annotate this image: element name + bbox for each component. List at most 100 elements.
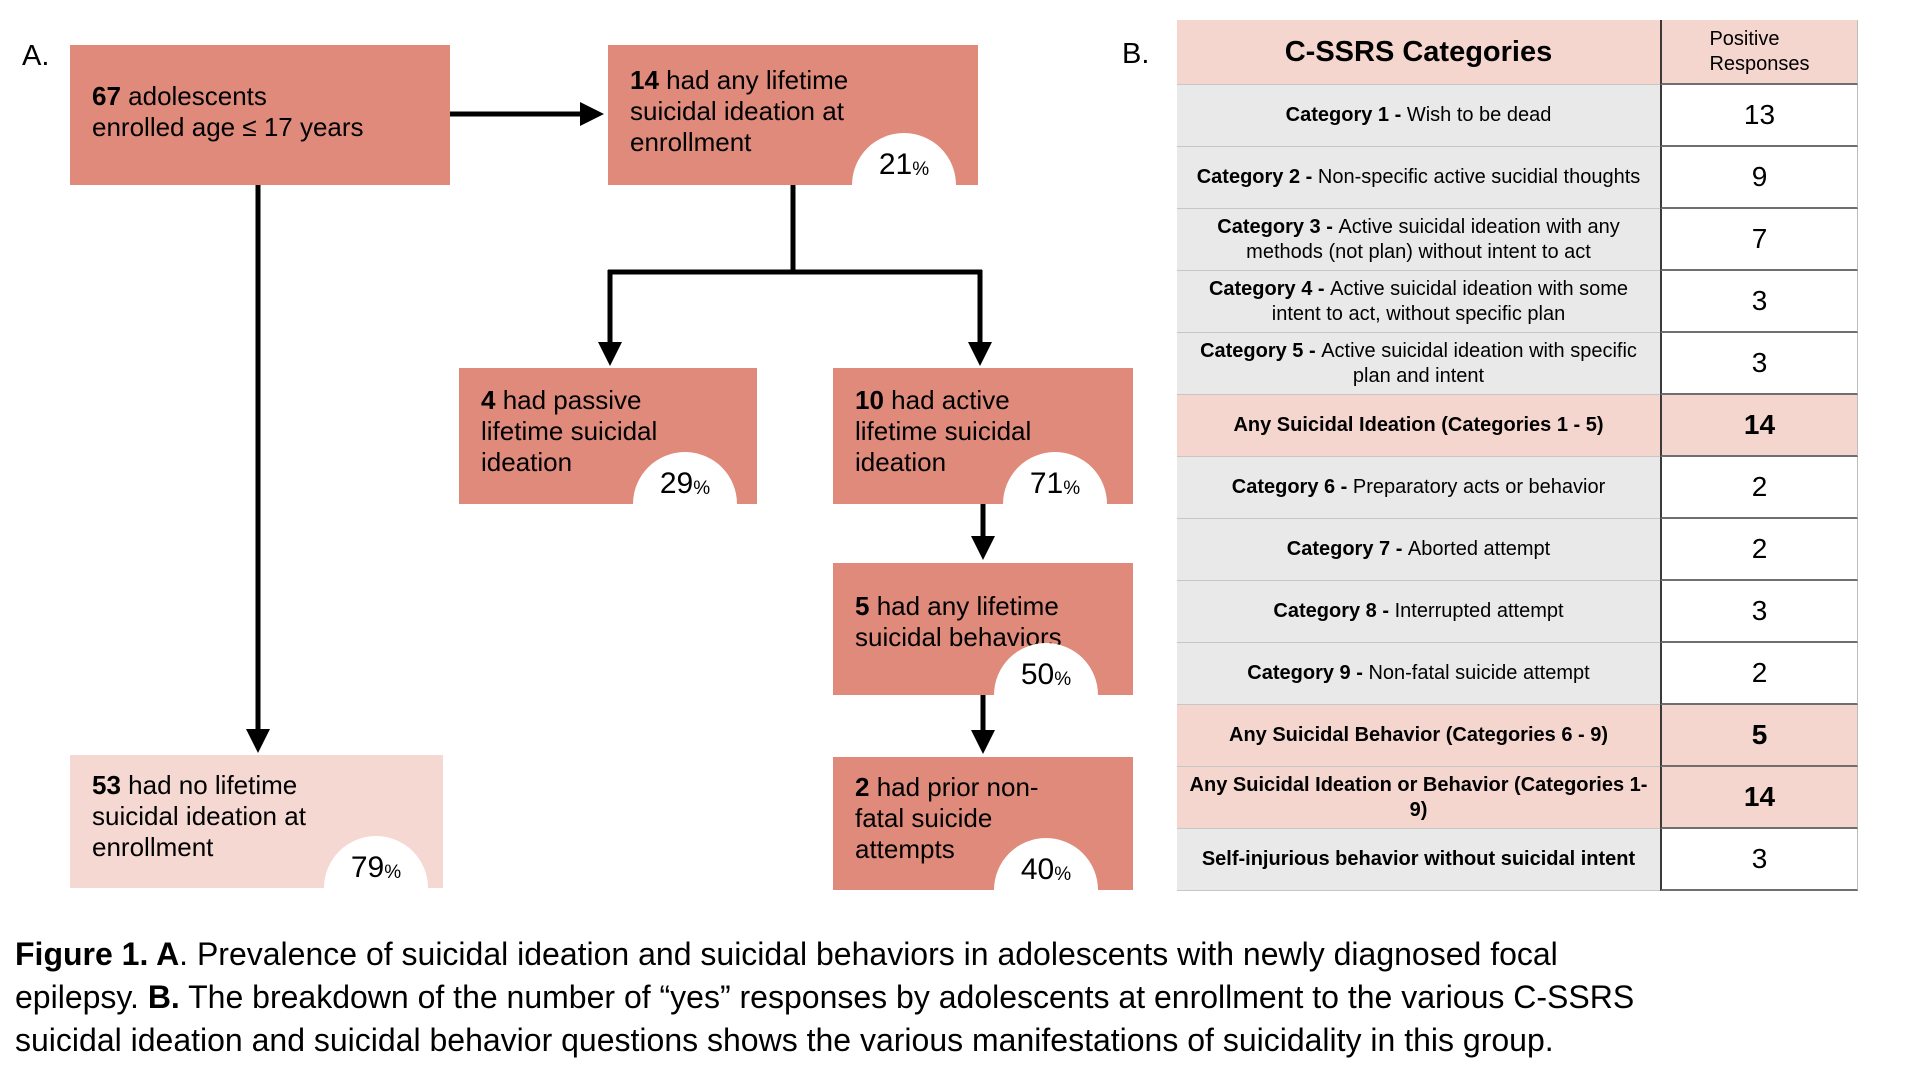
flow-box-line: 14 had any lifetime bbox=[630, 65, 849, 95]
table-category-cell: Any Suicidal Behavior (Categories 6 - 9) bbox=[1177, 705, 1660, 767]
table-value-cell: 5 bbox=[1660, 705, 1858, 767]
table-header-row: C-SSRS Categories Positive Responses bbox=[1177, 20, 1858, 85]
caption-segment: epilepsy. bbox=[15, 979, 148, 1015]
table-value-cell: 2 bbox=[1660, 643, 1858, 705]
cssrs-table: C-SSRS Categories Positive Responses Cat… bbox=[1177, 20, 1858, 891]
table-category-cell: Self-injurious behavior without suicidal… bbox=[1177, 829, 1660, 891]
flow-box-line: 4 had passive bbox=[481, 385, 642, 415]
flow-box-line: enrollment bbox=[92, 832, 214, 862]
table-value-cell: 14 bbox=[1660, 767, 1858, 829]
flow-box-line: suicidal behaviors bbox=[855, 622, 1062, 652]
percent-sign: % bbox=[1063, 478, 1081, 499]
table-category-cell: Category 6 - Preparatory acts or behavio… bbox=[1177, 457, 1660, 519]
table-row: Any Suicidal Ideation (Categories 1 - 5)… bbox=[1177, 395, 1858, 457]
category-label-bold: Any Suicidal Behavior (Categories 6 - 9) bbox=[1229, 724, 1608, 746]
percent-sign: % bbox=[384, 862, 402, 883]
table-row: Self-injurious behavior without suicidal… bbox=[1177, 829, 1858, 891]
caption-bold-segment: Figure 1. A bbox=[15, 936, 180, 972]
table-value-cell: 2 bbox=[1660, 519, 1858, 581]
caption-line: Figure 1. A. Prevalence of suicidal idea… bbox=[15, 933, 1634, 976]
category-label-bold: Category 2 - bbox=[1196, 166, 1318, 188]
table-category-cell: Any Suicidal Ideation (Categories 1 - 5) bbox=[1177, 395, 1660, 457]
flow-box-line: fatal suicide bbox=[855, 803, 993, 833]
table-value-cell: 14 bbox=[1660, 395, 1858, 457]
table-category-cell: Category 8 - Interrupted attempt bbox=[1177, 581, 1660, 643]
percent-value: 21 bbox=[878, 148, 913, 181]
flow-box-line: lifetime suicidal bbox=[855, 416, 1032, 446]
percent-value: 79 bbox=[350, 851, 385, 884]
percent-sign: % bbox=[912, 159, 930, 180]
panel-a-label: A. bbox=[22, 40, 50, 72]
table-header-categories: C-SSRS Categories bbox=[1177, 20, 1660, 85]
category-label-bold: Category 1 - bbox=[1285, 104, 1407, 126]
category-label-bold: Self-injurious behavior without suicidal… bbox=[1201, 848, 1636, 870]
percent-value: 40 bbox=[1020, 853, 1055, 886]
flow-box-line: 67 adolescents bbox=[92, 81, 267, 111]
table-category-cell: Any Suicidal Ideation or Behavior (Categ… bbox=[1177, 767, 1660, 829]
table-category-cell: Category 3 - Active suicidal ideation wi… bbox=[1177, 209, 1660, 271]
category-label-bold: Category 6 - bbox=[1231, 476, 1353, 498]
category-label-bold: Category 7 - bbox=[1286, 538, 1408, 560]
table-row: Any Suicidal Ideation or Behavior (Categ… bbox=[1177, 767, 1858, 829]
table-category-cell: Category 4 - Active suicidal ideation wi… bbox=[1177, 271, 1660, 333]
flow-box-count: 67 bbox=[92, 81, 121, 111]
table-value-cell: 2 bbox=[1660, 457, 1858, 519]
percent-value: 50 bbox=[1020, 658, 1055, 691]
table-value-cell: 13 bbox=[1660, 85, 1858, 147]
caption-segment: suicidal ideation and suicidal behavior … bbox=[15, 1022, 1554, 1058]
table-row: Category 3 - Active suicidal ideation wi… bbox=[1177, 209, 1858, 271]
flow-box-line: ideation bbox=[481, 447, 573, 477]
category-label-bold: Category 9 - bbox=[1247, 662, 1369, 684]
category-label-bold: Category 5 - bbox=[1200, 339, 1322, 362]
flow-box-count: 14 bbox=[630, 65, 659, 95]
percent-sign: % bbox=[1054, 669, 1072, 690]
category-label-bold: Any Suicidal Ideation or Behavior (Categ… bbox=[1189, 773, 1648, 821]
category-label-bold: Category 8 - bbox=[1273, 600, 1395, 622]
table-value-cell: 3 bbox=[1660, 581, 1858, 643]
table-row: Category 5 - Active suicidal ideation wi… bbox=[1177, 333, 1858, 395]
flow-box-line: attempts bbox=[855, 834, 955, 864]
flow-box-line: enrolled age ≤ 17 years bbox=[92, 112, 364, 142]
table-value-cell: 3 bbox=[1660, 333, 1858, 395]
caption-line: suicidal ideation and suicidal behavior … bbox=[15, 1019, 1634, 1062]
flow-box-count: 10 bbox=[855, 385, 884, 415]
flow-box-count: 5 bbox=[855, 591, 870, 621]
flow-box-line: lifetime suicidal bbox=[481, 416, 658, 446]
table-category-cell: Category 1 - Wish to be dead bbox=[1177, 85, 1660, 147]
flow-box-line: 2 had prior non- bbox=[855, 772, 1039, 802]
flow-box-line: enrollment bbox=[630, 127, 752, 157]
percent-bubble: 21% bbox=[852, 133, 956, 185]
table-header-responses: Positive Responses bbox=[1660, 20, 1858, 85]
flow-box-line: 53 had no lifetime bbox=[92, 770, 298, 800]
table-category-cell: Category 2 - Non-specific active sucidia… bbox=[1177, 147, 1660, 209]
caption-bold-segment: B. bbox=[147, 979, 180, 1015]
percent-sign: % bbox=[693, 478, 711, 499]
figure-caption: Figure 1. A. Prevalence of suicidal idea… bbox=[15, 933, 1634, 1062]
category-label-bold: Any Suicidal Ideation (Categories 1 - 5) bbox=[1233, 414, 1604, 436]
category-label-bold: Category 3 - bbox=[1217, 215, 1339, 238]
caption-segment: . Prevalence of suicidal ideation and su… bbox=[179, 936, 1558, 972]
table-value-cell: 3 bbox=[1660, 829, 1858, 891]
flow-box-line: 10 had active bbox=[855, 385, 1010, 415]
table-category-cell: Category 5 - Active suicidal ideation wi… bbox=[1177, 333, 1660, 395]
table-value-cell: 3 bbox=[1660, 271, 1858, 333]
table-value-cell: 9 bbox=[1660, 147, 1858, 209]
percent-value: 71 bbox=[1029, 467, 1064, 500]
flow-box-line: 5 had any lifetime bbox=[855, 591, 1059, 621]
